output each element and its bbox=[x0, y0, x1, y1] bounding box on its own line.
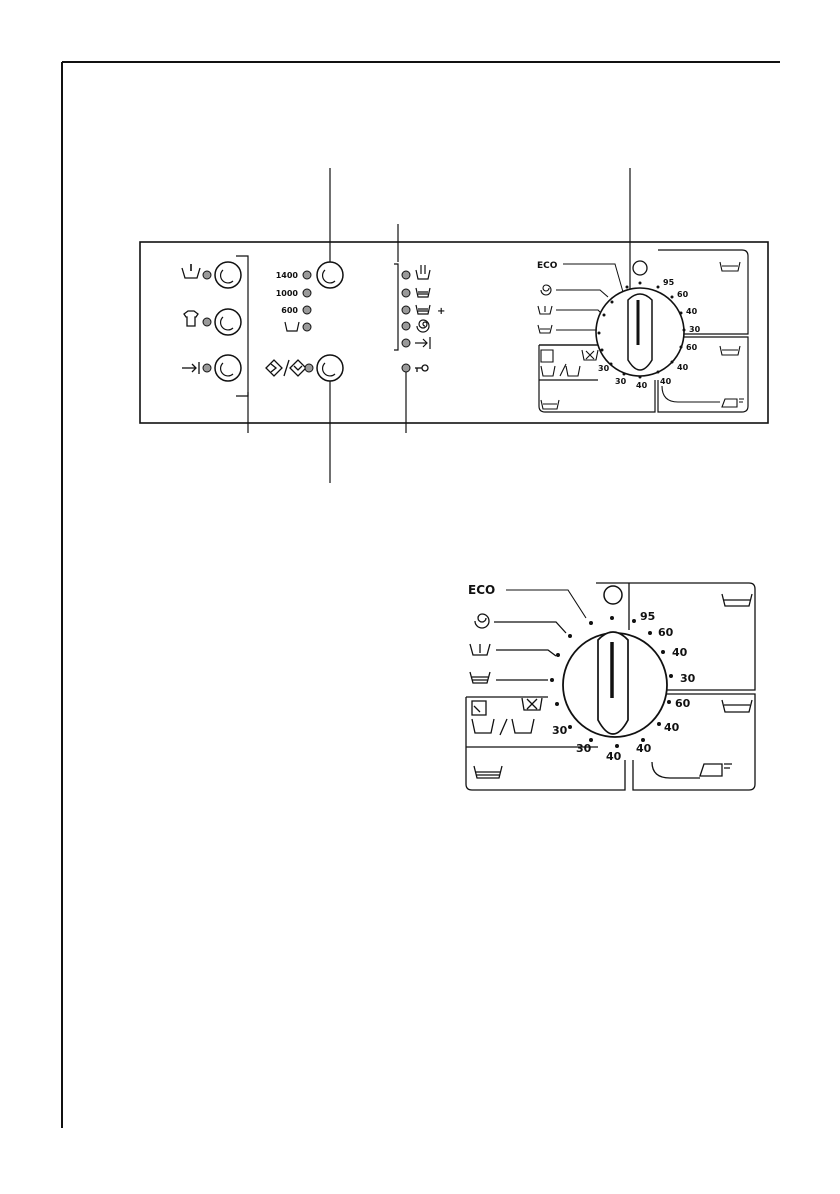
no-spin-tub-icon bbox=[284, 321, 300, 332]
handwash-icon-large bbox=[471, 700, 487, 716]
door-lock-led bbox=[401, 363, 411, 373]
progress-indicators: + bbox=[394, 263, 445, 373]
control-panel: 1400 1000 600 bbox=[139, 168, 769, 483]
delay-start-button[interactable] bbox=[214, 354, 242, 382]
progress-prewash-led bbox=[401, 270, 411, 280]
option-buttons-group bbox=[181, 255, 249, 397]
spin-speed-button[interactable] bbox=[316, 261, 344, 289]
prewash-led bbox=[202, 270, 212, 280]
svg-text:60: 60 bbox=[677, 290, 689, 299]
spin-speed-1400-label: 1400 bbox=[276, 271, 299, 280]
key-icon bbox=[415, 364, 429, 372]
prewash-phase-icon bbox=[415, 269, 431, 280]
svg-text:40: 40 bbox=[677, 363, 689, 372]
synthetic-tub-icon-large bbox=[721, 699, 753, 713]
dial-dots-small bbox=[597, 281, 686, 379]
dial-temp-labels-large: 95 60 40 30 60 40 40 40 30 30 bbox=[552, 610, 696, 763]
power-knob-large bbox=[603, 585, 623, 605]
spin-1400-led bbox=[302, 270, 312, 280]
page-frame bbox=[61, 61, 780, 1128]
eco-label-large: ECO bbox=[468, 583, 495, 597]
eco-label-small: ECO bbox=[537, 261, 558, 271]
easy-iron-option bbox=[183, 308, 242, 336]
easy-iron-button[interactable] bbox=[214, 308, 242, 336]
rinse-icon-small bbox=[537, 324, 553, 334]
spin-phase-icon bbox=[416, 319, 430, 333]
power-knob-small bbox=[632, 260, 648, 276]
programme-dial-large: ECO bbox=[465, 582, 756, 791]
end-phase-icon bbox=[415, 337, 431, 349]
dial-pointer-small[interactable] bbox=[627, 293, 653, 371]
start-pause-led bbox=[304, 363, 314, 373]
svg-text:60: 60 bbox=[658, 626, 674, 639]
svg-text:30: 30 bbox=[576, 742, 592, 755]
mixed-icon-large bbox=[471, 718, 535, 736]
prewash-icon bbox=[181, 267, 201, 279]
cold-wash-icon-large bbox=[521, 697, 543, 711]
spin-600-led bbox=[302, 305, 312, 315]
mixed-icon-small bbox=[540, 363, 581, 377]
cotton-tub-icon-small bbox=[719, 261, 741, 272]
delay-start-option bbox=[182, 354, 242, 382]
svg-text:95: 95 bbox=[640, 610, 655, 623]
start-pause-control bbox=[265, 354, 344, 382]
dial-temp-labels-small: 95 60 40 30 60 40 40 40 30 30 bbox=[598, 278, 701, 390]
prewash-button[interactable] bbox=[214, 261, 242, 289]
svg-text:30: 30 bbox=[680, 672, 696, 685]
delicates-icon-large bbox=[473, 765, 503, 779]
svg-text:30: 30 bbox=[552, 724, 568, 737]
progress-wash-led bbox=[401, 288, 411, 298]
svg-text:60: 60 bbox=[675, 697, 691, 710]
iron-icon-large bbox=[699, 763, 732, 777]
svg-text:40: 40 bbox=[636, 381, 648, 390]
spin-speed-600-label: 600 bbox=[281, 306, 298, 315]
svg-text:30: 30 bbox=[615, 377, 627, 386]
start-pause-icon bbox=[265, 359, 307, 377]
start-pause-button[interactable] bbox=[316, 354, 344, 382]
cotton-tub-icon-large bbox=[721, 593, 753, 607]
synthetic-tub-icon-small bbox=[719, 345, 741, 356]
svg-text:60: 60 bbox=[686, 343, 698, 352]
programme-symbols-large bbox=[469, 593, 753, 779]
progress-spin-led bbox=[401, 321, 411, 331]
programme-zones-large bbox=[465, 582, 756, 791]
delay-start-led bbox=[202, 363, 212, 373]
cold-wash-icon-small bbox=[581, 349, 599, 361]
svg-text:40: 40 bbox=[660, 377, 672, 386]
handwash-icon-small bbox=[540, 349, 554, 363]
rinse-phase-icon bbox=[415, 304, 431, 315]
easy-iron-led bbox=[202, 317, 212, 327]
progress-end-led bbox=[401, 338, 411, 348]
delay-arrow-icon bbox=[182, 362, 200, 374]
prewash-option bbox=[181, 261, 242, 289]
svg-text:40: 40 bbox=[636, 742, 652, 755]
programme-dial-small: ECO bbox=[537, 249, 749, 413]
shirt-icon bbox=[183, 310, 199, 327]
svg-text:40: 40 bbox=[672, 646, 688, 659]
no-spin-led bbox=[302, 322, 312, 332]
programme-zones-small bbox=[538, 249, 749, 413]
wash-phase-icon bbox=[415, 287, 431, 298]
spin-speed-selector: 1400 1000 600 bbox=[276, 261, 344, 332]
delicates-icon-small bbox=[540, 399, 560, 410]
svg-text:40: 40 bbox=[664, 721, 680, 734]
wool-spin-icon-small bbox=[540, 284, 552, 296]
progress-rinse-led bbox=[401, 305, 411, 315]
svg-text:40: 40 bbox=[686, 307, 698, 316]
dial-dots-large bbox=[550, 616, 673, 748]
iron-icon-small bbox=[721, 398, 744, 408]
spin-speed-1000-label: 1000 bbox=[276, 289, 299, 298]
rinse-icon-large bbox=[469, 671, 491, 684]
svg-text:30: 30 bbox=[598, 364, 610, 373]
rinse-plus-sign: + bbox=[437, 306, 445, 317]
svg-text:30: 30 bbox=[689, 325, 701, 334]
drain-icon-large bbox=[469, 643, 491, 656]
drain-icon-small bbox=[537, 305, 553, 315]
wool-spin-icon-large bbox=[474, 613, 490, 629]
svg-text:95: 95 bbox=[663, 278, 675, 287]
svg-text:40: 40 bbox=[606, 750, 622, 763]
spin-1000-led bbox=[302, 288, 312, 298]
